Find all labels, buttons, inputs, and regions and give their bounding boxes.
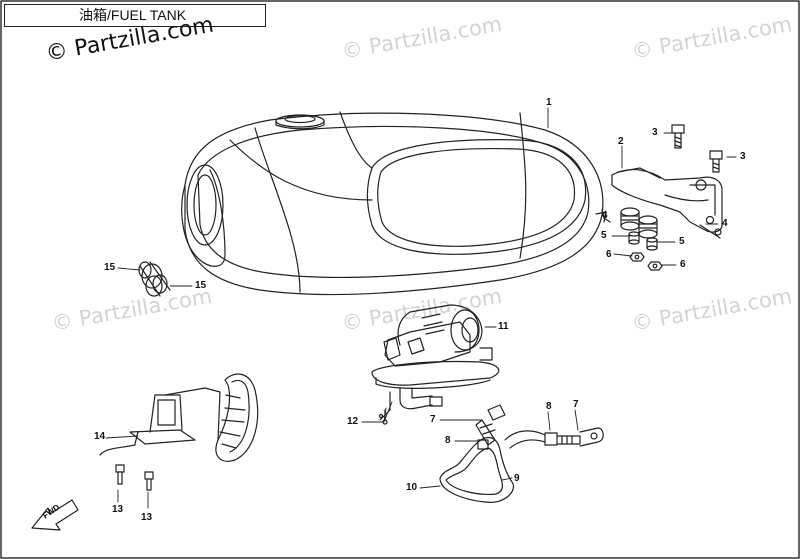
fuel-hose (439, 427, 604, 503)
callout-9: 9 (514, 473, 520, 484)
callout-5: 5 (679, 236, 685, 247)
fuel-pump (371, 304, 500, 421)
callout-6: 6 (606, 249, 612, 260)
screw (144, 471, 154, 491)
callout-12: 12 (347, 416, 359, 427)
grommet (145, 275, 163, 297)
callout-7: 7 (430, 414, 436, 425)
bolt (709, 150, 723, 173)
hose-clamp (475, 404, 506, 446)
leader-lines (105, 107, 737, 509)
fuel-level-sender (99, 373, 259, 462)
callout-15: 15 (195, 280, 207, 291)
callout-2: 2 (618, 136, 624, 147)
screw (115, 464, 125, 485)
callout-15: 15 (104, 262, 116, 273)
collar (628, 231, 640, 245)
callout-6: 6 (680, 259, 686, 270)
callout-4: 4 (722, 218, 728, 229)
forward-arrow-icon (31, 499, 79, 531)
callout-4: 4 (602, 210, 608, 221)
rear-bracket (611, 167, 723, 239)
callout-7: 7 (573, 399, 579, 410)
nut (647, 261, 663, 271)
fuel-tank (181, 111, 611, 296)
callout-5: 5 (601, 230, 607, 241)
callout-11: 11 (498, 321, 509, 332)
callout-13: 13 (141, 512, 153, 523)
rubber-bushing (638, 215, 658, 239)
callout-10: 10 (406, 482, 418, 493)
callout-3: 3 (652, 127, 658, 138)
grommet (138, 261, 171, 297)
callout-14: 14 (94, 431, 106, 442)
callout-13: 13 (112, 504, 124, 515)
rubber-bushing (620, 207, 640, 231)
callout-8: 8 (445, 435, 451, 446)
callout-3: 3 (740, 151, 746, 162)
callout-8: 8 (546, 401, 552, 412)
callout-1: 1 (546, 97, 552, 108)
collar (646, 237, 658, 251)
bolt (671, 124, 685, 149)
page-title: 油箱/FUEL TANK (4, 4, 266, 27)
nut (629, 252, 645, 262)
